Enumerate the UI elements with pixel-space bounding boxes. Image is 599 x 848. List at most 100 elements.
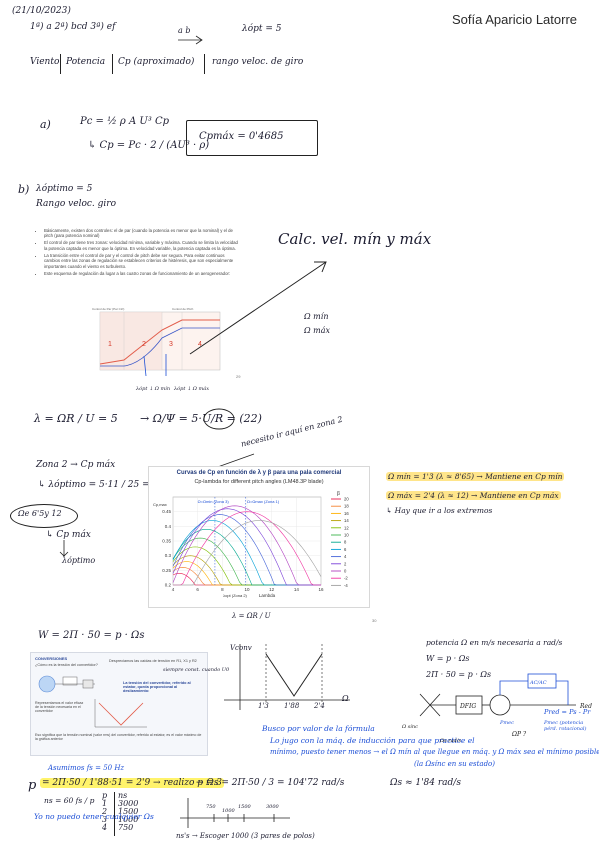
- right-eq1: W = p · Ωs: [426, 654, 470, 663]
- legend-entry: -4: [344, 583, 348, 588]
- cp-formula: ↳ Cp = Pc · 2 / (AU³ · ρ): [88, 140, 210, 151]
- vconv-sketch: [224, 644, 350, 710]
- circle-22-icon: [203, 408, 235, 430]
- x-tick-label: 4: [172, 587, 175, 592]
- optimo-label: λóptimo: [62, 556, 96, 565]
- converter-q1: ¿Cómo es la tensión del convertidor?: [35, 663, 98, 667]
- slide-bullet: La transición entre el control de par y …: [44, 253, 240, 269]
- right-eq2: 2Π · 50 = p · Ωs: [426, 670, 492, 679]
- vconv-label: Vconv: [230, 644, 252, 652]
- cpmax-value: Cpmáx = 0'4685: [199, 131, 284, 142]
- ns-p-col: p 1 2 3 4: [102, 791, 108, 832]
- x-tick-label: 12: [269, 587, 275, 592]
- x-tick-label: 16: [318, 587, 324, 592]
- ab-label: a b: [178, 26, 191, 35]
- legend-entry: 14: [344, 518, 349, 523]
- converter-slide: CONVERSIONES ¿Cómo es la tensión del con…: [30, 652, 229, 756]
- tick-3000: 3000: [266, 804, 279, 810]
- cp-max-label: ↳ Cp máx: [46, 530, 91, 540]
- slide-label-b: λópt ↓ Ω máx: [174, 386, 210, 392]
- col-rango: rango veloc. de giro: [212, 57, 304, 67]
- cp-curve-2: [172, 508, 321, 586]
- cp-curve--4: [173, 520, 322, 586]
- legend-entry: 12: [344, 525, 349, 530]
- acac-label: AC/AC: [529, 680, 547, 686]
- x-tick-label: 14: [294, 587, 300, 592]
- tick-13: 1'3: [258, 702, 269, 710]
- cp-curve--2: [173, 511, 321, 586]
- circle-range: Ωe 6'5y 12: [10, 504, 78, 528]
- legend-entry: 4: [344, 554, 347, 559]
- legend-entry: 18: [344, 504, 349, 509]
- small-arrow-icon: [59, 540, 69, 557]
- omegap-label: ΩP ?: [511, 731, 527, 738]
- y-tick-label: 0.4: [165, 524, 172, 529]
- rango-label: Rango veloc. giro: [36, 199, 117, 209]
- converter-mid: Despreciamos las caídas de tensión en R1…: [109, 659, 197, 663]
- converter-mid2: siempre const. cuando U0: [163, 667, 230, 673]
- lambda-opt-header: λópt = 5: [242, 24, 282, 34]
- extremes-note: ↳ Hay que ir a los extremos: [386, 506, 493, 515]
- slide-bullets: Básicamente, existen dos controles: el d…: [36, 228, 240, 276]
- col-cp: Cp (aproximado): [118, 57, 195, 67]
- long-arrow-icon: [189, 261, 327, 355]
- y-tick-label: 0.25: [162, 568, 171, 573]
- dfig-label: DFIG: [459, 703, 476, 710]
- p-equation: = 2Π·50 / 1'88·51 = 2'9 → realizo p = 3: [40, 778, 224, 788]
- ab-arrow-icon: [178, 35, 203, 45]
- date: (21/10/2023): [12, 6, 71, 16]
- cp-curve-0: [172, 505, 321, 586]
- legend-entry: 20: [344, 497, 349, 502]
- divider: [112, 54, 113, 74]
- tick-750: 750: [206, 804, 216, 810]
- right-head: potencia Ω en m/s necesaria a rad/s: [426, 638, 563, 647]
- lambda-below: λ = ΩR / U: [232, 612, 271, 620]
- cpmax-box: Cpmáx = 0'4685: [186, 120, 318, 156]
- y-tick-label: 0.45: [162, 509, 171, 514]
- blue-note-4: (la Ωsínc en su estado): [414, 760, 496, 768]
- slide-bullet: Este esquema de regulación da lugar a la…: [44, 271, 240, 276]
- zone-4: 4: [198, 341, 202, 348]
- slide-chart-title-right: Control de Pitch: [172, 307, 194, 311]
- zone-label-max: Ω=Ωmax (Zona 1): [247, 499, 280, 504]
- lambda-eq2: → Ω/Ψ = 5·U/R = (22): [140, 412, 262, 425]
- chart-title: Curvas de Cp en función de λ y β para un…: [176, 470, 342, 476]
- slide-chart-title-left: Control de Par (Par Ctrl): [92, 307, 124, 311]
- legend-entry: -2: [344, 576, 348, 581]
- tick-1500: 1500: [238, 804, 251, 810]
- x-tick-label: 8: [221, 587, 224, 592]
- slide-bullet: Básicamente, existen dos controles: el d…: [44, 228, 240, 239]
- red-label: Red: [579, 703, 592, 710]
- bottom-note: Yo no puedo tener cualquier Ωs: [34, 812, 154, 821]
- pasted-slide-control: Básicamente, existen dos controles: el d…: [36, 228, 242, 392]
- converter-slide-title: CONVERSIONES: [35, 656, 68, 661]
- omega-max-note: Ω máx = 2'4 (λ ≈ 12) → Mantiene en Cp má…: [386, 491, 561, 500]
- bottom-axis-note: ns's → Escoger 1000 (3 pares de polos): [176, 832, 315, 840]
- y-tick-label: 0.3: [165, 553, 172, 558]
- zone-1: 1: [108, 341, 112, 348]
- omega-s-eq: → Ωs = 2Π·50 / 3 = 104'72 rad/s: [196, 778, 345, 788]
- divider: [204, 54, 205, 74]
- x-axis-label: Lambda: [259, 593, 276, 598]
- ns-table: p 1 2 3 4 ns 3000 1500 1000 750: [100, 792, 144, 838]
- pmec-label: Pmec: [499, 720, 514, 726]
- section-a-label: a): [40, 118, 51, 131]
- lambda-optimo: λóptimo = 5: [36, 184, 93, 194]
- converter-q2: Representamos el valor eficaz de la tens…: [35, 701, 84, 713]
- zone-label-min: Ω=Ωmin (Zona 3): [198, 499, 230, 504]
- legend-entry: 16: [344, 511, 349, 516]
- exercise-list: 1ª) a 2ª) bcd 3ª) ef: [30, 22, 116, 32]
- ns-axis-sketch: [180, 798, 290, 828]
- col-viento: Viento: [30, 57, 60, 67]
- blue-note-1: Busco por valor de la fórmula: [262, 724, 375, 733]
- converter-q3: Eso significa que la tensión nominal (va…: [35, 733, 202, 741]
- chart-subtitle: Cp-lambda for different pitch angles (LM…: [194, 479, 324, 485]
- lambda-eq1: λ = ΩR / U = 5: [34, 412, 118, 425]
- y-tick-label: 0.2: [165, 583, 172, 588]
- p-label: p: [28, 778, 37, 793]
- tick-24: 2'4: [314, 702, 325, 710]
- ns-formula: ns = 60 fs / p: [44, 796, 95, 805]
- zone2-right-notes: Ω mín = 1'3 (λ ≈ 8'65) → Mantiene en Cp …: [386, 472, 565, 515]
- col-potencia: Potencia: [66, 57, 106, 67]
- omega-min-note: Ω mín = 1'3 (λ ≈ 8'65) → Mantiene en Cp …: [386, 472, 565, 481]
